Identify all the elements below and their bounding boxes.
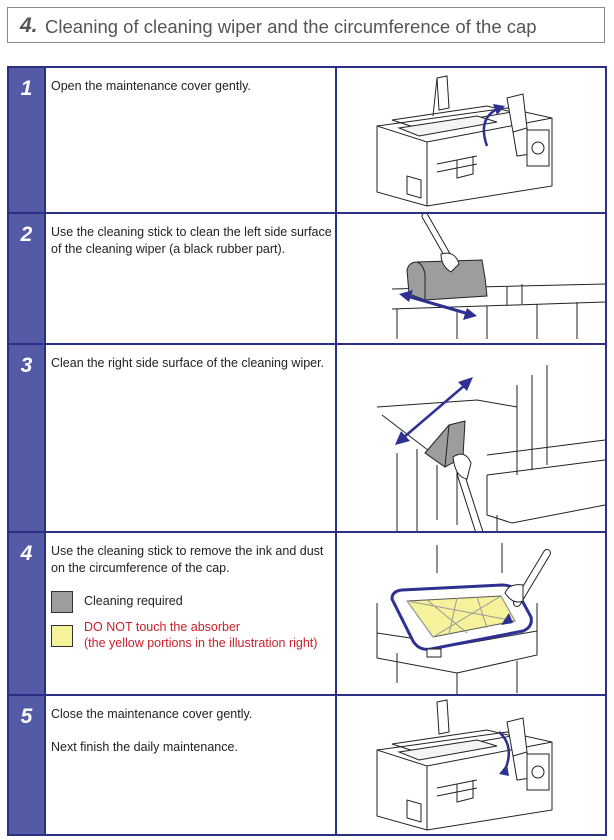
step-number-cell: 1: [9, 68, 44, 214]
step-row-1: 1 Open the maintenance cover gently.: [9, 68, 605, 214]
printer-cover-close-illustration: [376, 699, 553, 831]
step-row-3: 3 Clean the right side surface of the cl…: [9, 343, 605, 533]
step-instruction: Use the cleaning stick to remove the ink…: [51, 544, 324, 575]
step-instruction: Clean the right side surface of the clea…: [51, 356, 325, 370]
printer-cover-open-illustration: [376, 75, 553, 207]
step-number-cell: 4: [9, 533, 44, 694]
section-number: 4.: [20, 14, 38, 37]
step-illustration: [337, 345, 605, 533]
step-number: 5: [20, 705, 33, 728]
legend: Cleaning required DO NOT touch the absor…: [51, 591, 341, 653]
step-number: 4: [20, 542, 33, 565]
warning-line-2: (the yellow portions in the illustration…: [84, 636, 318, 650]
step-note: Next finish the daily maintenance.: [51, 740, 238, 754]
step-text-cell: Use the cleaning stick to clean the left…: [44, 214, 337, 343]
step-illustration: [337, 68, 605, 214]
step-illustration: [337, 533, 605, 696]
step-row-2: 2 Use the cleaning stick to clean the le…: [9, 212, 605, 343]
step-number-cell: 5: [9, 696, 44, 834]
step-text-cell: Clean the right side surface of the clea…: [44, 345, 337, 531]
step-number-cell: 2: [9, 214, 44, 343]
legend-label: Cleaning required: [84, 594, 183, 608]
step-number: 1: [20, 77, 33, 100]
section-title: Cleaning of cleaning wiper and the circu…: [45, 16, 537, 37]
step-instruction: Use the cleaning stick to clean the left…: [51, 225, 332, 256]
step-instruction: Open the maintenance cover gently.: [51, 79, 251, 93]
wiper-left-side-illustration: [391, 214, 605, 339]
step-number: 3: [20, 354, 33, 377]
legend-row-yellow: DO NOT touch the absorber (the yellow por…: [51, 619, 341, 653]
step-instruction: Close the maintenance cover gently.: [51, 707, 253, 721]
step-text-cell: Use the cleaning stick to remove the ink…: [44, 533, 337, 694]
gray-swatch: [51, 591, 73, 613]
section-heading: 4. Cleaning of cleaning wiper and the ci…: [7, 7, 605, 43]
yellow-swatch: [51, 625, 73, 647]
step-row-5: 5 Close the maintenance cover gently. Ne…: [9, 694, 605, 834]
steps-table: 1 Open the maintenance cover gently.: [7, 66, 607, 836]
step-number-cell: 3: [9, 345, 44, 531]
step-text-cell: Open the maintenance cover gently.: [44, 68, 337, 214]
cap-circumference-illustration: [376, 543, 551, 696]
step-illustration: [337, 696, 605, 834]
step-row-4: 4 Use the cleaning stick to remove the i…: [9, 531, 605, 696]
step-illustration: [337, 214, 605, 343]
step-number: 2: [20, 223, 33, 246]
wiper-right-side-illustration: [376, 365, 605, 533]
step-text-cell: Close the maintenance cover gently. Next…: [44, 696, 337, 834]
warning-line-1: DO NOT touch the absorber: [84, 620, 241, 634]
legend-row-gray: Cleaning required: [51, 591, 341, 619]
absorber-warning: DO NOT touch the absorber (the yellow por…: [84, 619, 317, 651]
